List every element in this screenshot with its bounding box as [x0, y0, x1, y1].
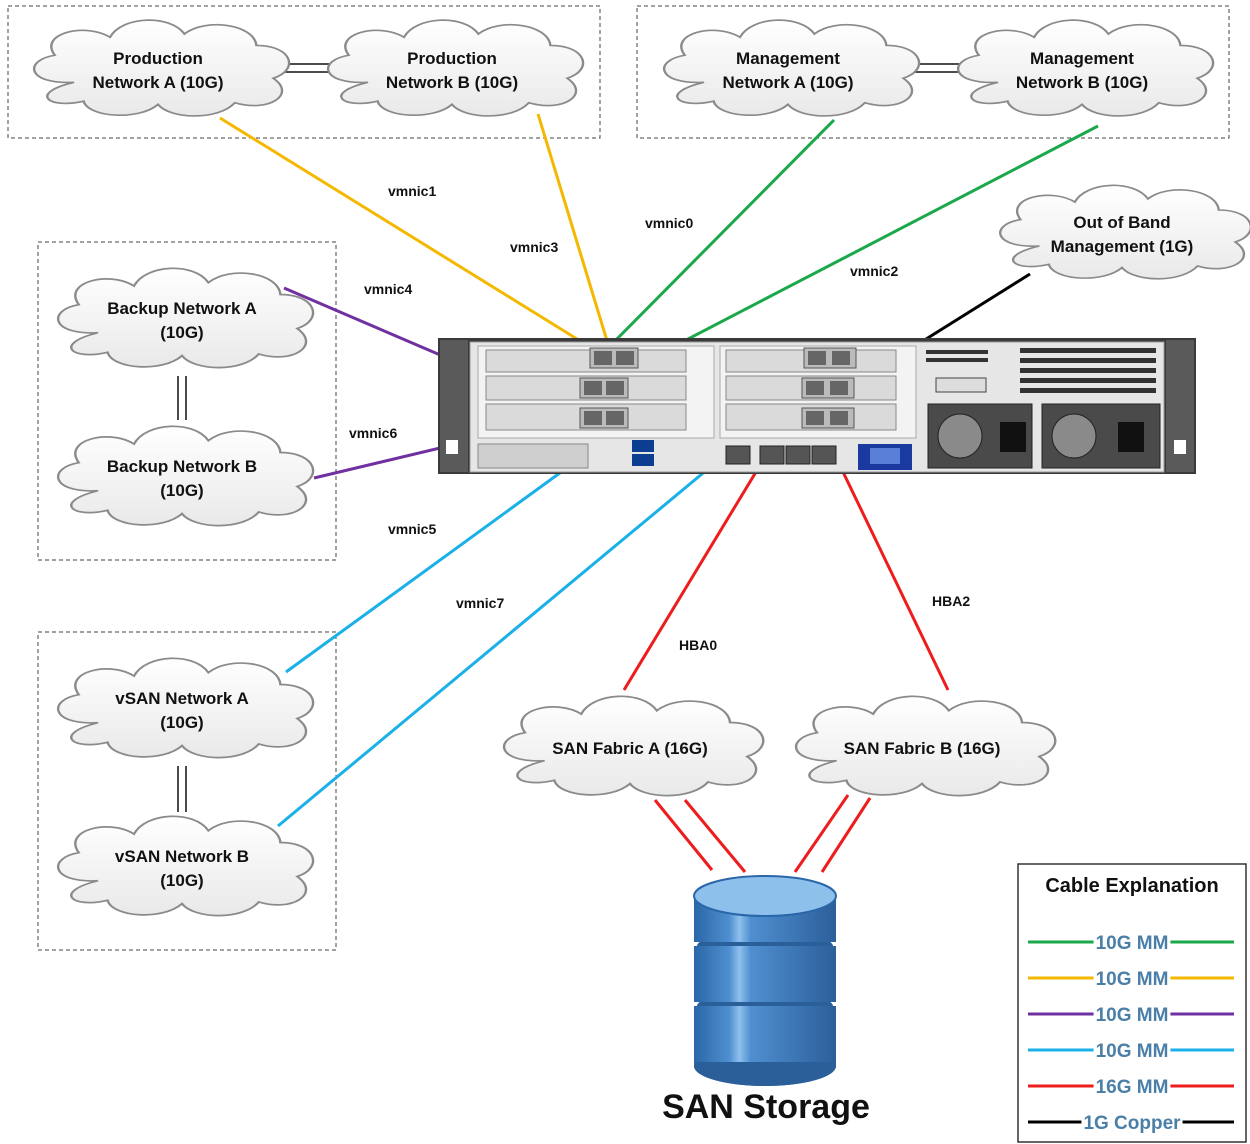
label-hba2: HBA2 [932, 593, 970, 609]
label-vmnic7: vmnic7 [456, 595, 504, 611]
legend-item-label: 16G MM [1096, 1077, 1169, 1098]
backup-b-line2: (10G) [160, 481, 203, 500]
cloud-management-network-a[interactable] [662, 18, 921, 118]
prod-a-line2: Network A (10G) [93, 73, 224, 92]
legend-items: 10G MM 10G MM 10G MM 10G MM 16G MM 1G Copper [1028, 933, 1234, 1134]
prod-a-line1: Production [113, 49, 203, 68]
vsan-b-line2: (10G) [160, 871, 203, 890]
legend-item-label: 1G Copper [1083, 1113, 1181, 1134]
legend-item: 16G MM [1028, 1077, 1234, 1098]
cloud-management-network-b[interactable] [956, 18, 1215, 118]
server-chassis [438, 338, 1196, 474]
mgmt-b-line1: Management [1030, 49, 1134, 68]
vsan-b-line1: vSAN Network B [115, 847, 249, 866]
cable-san-b-storage-2 [820, 797, 872, 873]
san-b-label: SAN Fabric B (16G) [844, 739, 1001, 758]
prod-b-line2: Network B (10G) [386, 73, 518, 92]
legend-item: 10G MM [1028, 933, 1234, 954]
legend-item: 10G MM [1028, 1041, 1234, 1062]
label-vmnic5: vmnic5 [388, 521, 436, 537]
cloud-out-of-band[interactable] [999, 184, 1250, 280]
backup-b-line1: Backup Network B [107, 457, 257, 476]
legend-item-label: 10G MM [1096, 1041, 1169, 1062]
legend-title: Cable Explanation [1045, 875, 1218, 897]
mgmt-b-line2: Network B (10G) [1016, 73, 1148, 92]
mgmt-a-line1: Management [736, 49, 840, 68]
cable-san-b-storage-1 [793, 794, 850, 873]
vsan-group-box [37, 631, 337, 951]
cloud-production-network-a[interactable] [32, 18, 291, 118]
label-vmnic6: vmnic6 [349, 425, 397, 441]
label-vmnic2: vmnic2 [850, 263, 898, 279]
vsan-a-line2: (10G) [160, 713, 203, 732]
peer-links [177, 63, 962, 812]
backup-a-line2: (10G) [160, 323, 203, 342]
backup-a-line1: Backup Network A [107, 299, 257, 318]
oob-line1: Out of Band [1073, 213, 1170, 232]
legend-item: 10G MM [1028, 969, 1234, 990]
legend-item-label: 10G MM [1096, 1005, 1169, 1026]
cable-vmnic1 [219, 116, 599, 354]
cable-san-a-storage-1 [653, 799, 714, 871]
mgmt-a-line2: Network A (10G) [723, 73, 854, 92]
cable-san-a-storage-2 [683, 799, 747, 873]
legend-item-label: 10G MM [1096, 969, 1169, 990]
prod-b-line1: Production [407, 49, 497, 68]
oob-line2: Management (1G) [1051, 237, 1194, 256]
san-storage-icon[interactable] [691, 875, 839, 1086]
label-vmnic4: vmnic4 [364, 281, 412, 297]
legend-item: 1G Copper [1028, 1113, 1234, 1134]
legend-item-label: 10G MM [1096, 933, 1169, 954]
cable-labels: vmnic1 vmnic3 vmnic0 vmnic2 vmnic4 vmnic… [349, 183, 970, 653]
san-a-label: SAN Fabric A (16G) [552, 739, 708, 758]
management-group-box [636, 5, 1230, 139]
label-vmnic1: vmnic1 [388, 183, 436, 199]
backup-group-box [37, 241, 337, 561]
label-vmnic3: vmnic3 [510, 239, 558, 255]
san-storage-label: SAN Storage [662, 1088, 870, 1126]
group-boxes [7, 5, 1230, 951]
label-vmnic0: vmnic0 [645, 215, 693, 231]
cloud-production-network-b[interactable] [326, 18, 585, 118]
cable-vmnic0 [602, 118, 836, 354]
label-hba0: HBA0 [679, 637, 717, 653]
legend-item: 10G MM [1028, 1005, 1234, 1026]
cloud-labels: Production Network A (10G) Production Ne… [93, 49, 1194, 890]
production-group-box [7, 5, 601, 139]
vsan-a-line1: vSAN Network A [115, 689, 249, 708]
